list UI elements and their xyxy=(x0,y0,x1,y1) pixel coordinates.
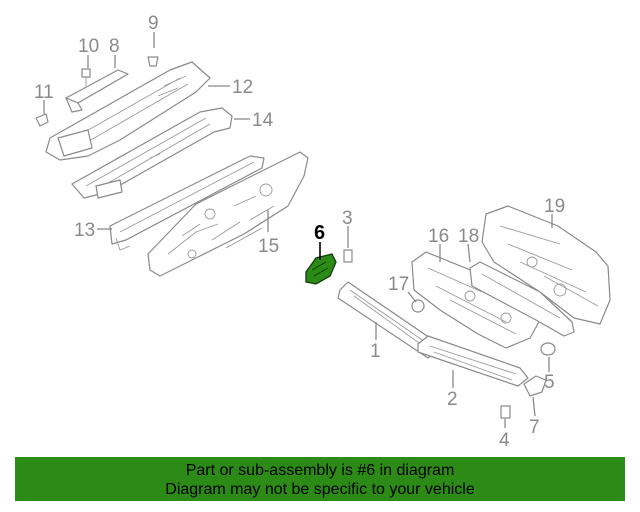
callout-13: 13 xyxy=(74,220,95,241)
callout-5: 5 xyxy=(544,372,555,393)
callout-6: 6 xyxy=(314,222,325,244)
part-4-clip xyxy=(500,405,511,419)
callout-17: 17 xyxy=(388,274,409,295)
part-18-insulator xyxy=(469,261,575,337)
callout-14: 14 xyxy=(252,110,274,131)
part-2-cowl-grille xyxy=(417,335,529,387)
callout-19: 19 xyxy=(544,196,565,217)
callout-12: 12 xyxy=(232,77,253,98)
part-11-clip xyxy=(35,113,49,127)
callout-10: 10 xyxy=(78,36,99,57)
info-banner: Part or sub-assembly is #6 in diagram Di… xyxy=(15,457,625,501)
part-8-bracket xyxy=(65,69,129,113)
part-15-dash-insulator xyxy=(147,151,309,277)
part-12-cowl-panel xyxy=(45,61,211,161)
callout-9: 9 xyxy=(148,13,159,34)
part-16-dash-panel xyxy=(411,251,541,349)
callout-2: 2 xyxy=(447,389,458,410)
callout-7: 7 xyxy=(529,417,540,438)
callout-3: 3 xyxy=(342,208,353,229)
part-19-dash-silencer xyxy=(481,205,611,325)
part-3-clip xyxy=(343,249,353,263)
info-banner-line-1: Part or sub-assembly is #6 in diagram xyxy=(185,462,455,479)
part-6-highlighted xyxy=(305,253,337,285)
callout-labels: 9 10 8 11 12 14 13 15 6 3 1 2 16 17 18 1… xyxy=(34,13,565,451)
part-13-crossmember xyxy=(109,155,265,251)
parts-diagram: 9 10 8 11 12 14 13 15 6 3 1 2 16 17 18 1… xyxy=(34,13,611,451)
leader-lines xyxy=(43,32,553,428)
callout-1: 1 xyxy=(370,341,381,362)
info-banner-line-2: Diagram may not be specific to your vehi… xyxy=(165,481,475,498)
part-9-clip xyxy=(147,56,159,67)
part-5-grommet xyxy=(540,342,556,356)
part-7-bracket xyxy=(523,375,547,397)
callout-8: 8 xyxy=(109,36,120,57)
part-14-cowl-top xyxy=(71,107,233,199)
callout-16: 16 xyxy=(428,226,449,247)
callout-15: 15 xyxy=(258,236,279,257)
part-10-bolt xyxy=(81,68,91,86)
callout-11: 11 xyxy=(34,82,54,103)
part-17-plug xyxy=(411,299,425,313)
callout-18: 18 xyxy=(458,226,479,247)
callout-4: 4 xyxy=(499,430,510,451)
